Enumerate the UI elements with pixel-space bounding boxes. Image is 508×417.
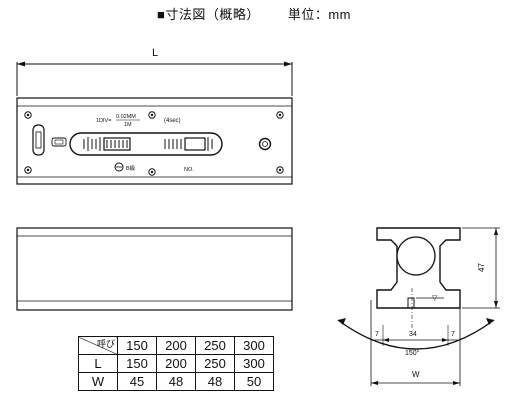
sec-label: (4sec) (164, 118, 181, 124)
header-title: ■寸法図（概略） (156, 7, 260, 22)
table-cell: 200 (156, 354, 196, 373)
top-view (16, 97, 293, 185)
main-vial (69, 132, 223, 156)
table-cell: 50 (234, 372, 274, 391)
left-margin-label: 7 (375, 331, 379, 338)
length-label: L (152, 47, 158, 59)
table-cell: 48 (195, 372, 235, 391)
screw-bottom-right (276, 166, 284, 174)
table-corner-cell: 呼び (78, 336, 118, 355)
table-header-cell: 250 (195, 336, 235, 355)
angle-label: 150° (405, 349, 420, 357)
screw-top-left (24, 111, 32, 119)
front-view (16, 227, 293, 311)
table-header-cell: 200 (156, 336, 196, 355)
side-view (337, 227, 500, 386)
screw-bottom-center (148, 168, 156, 176)
gear-icon (114, 162, 124, 172)
table-cell: 250 (195, 354, 235, 373)
table-row: L 150 200 250 300 (78, 354, 274, 373)
screw-top-right (276, 111, 284, 119)
table-cell: 300 (234, 354, 274, 373)
size-table: 呼び 150 200 250 300 L 150 200 250 300 W 4… (78, 336, 274, 391)
corner-label: 呼び (96, 339, 115, 349)
screw-top-center (148, 111, 156, 119)
table-row: W 45 48 48 50 (78, 372, 274, 391)
depth-mark: ▽ (432, 295, 438, 302)
div-value: 0.02MM (116, 114, 136, 120)
adjust-knob-icon (258, 137, 272, 151)
b-label: B級 (126, 164, 136, 172)
drawing-header: ■寸法図（概略） 単位：mm (0, 4, 508, 23)
table-header-row: 呼び 150 200 250 300 (78, 336, 274, 355)
div-per: 1M (124, 122, 132, 128)
height-label: 47 (477, 263, 486, 272)
screw-bottom-left (24, 166, 32, 174)
right-margin-label: 7 (451, 331, 455, 338)
row-label: L (78, 354, 118, 373)
no-label: NO. (184, 167, 194, 173)
length-dimension (16, 61, 293, 96)
header-unit: 単位：mm (287, 7, 352, 22)
cross-vial (32, 124, 45, 156)
width-label: W (412, 370, 420, 379)
table-cell: 150 (117, 354, 157, 373)
table-header-cell: 150 (117, 336, 157, 355)
badge-icon (51, 137, 67, 147)
row-label: W (78, 372, 118, 391)
table-header-cell: 300 (234, 336, 274, 355)
table-cell: 45 (117, 372, 157, 391)
inner-width-label: 34 (409, 331, 417, 338)
div-label: 1DIV= (96, 118, 111, 124)
table-cell: 48 (156, 372, 196, 391)
